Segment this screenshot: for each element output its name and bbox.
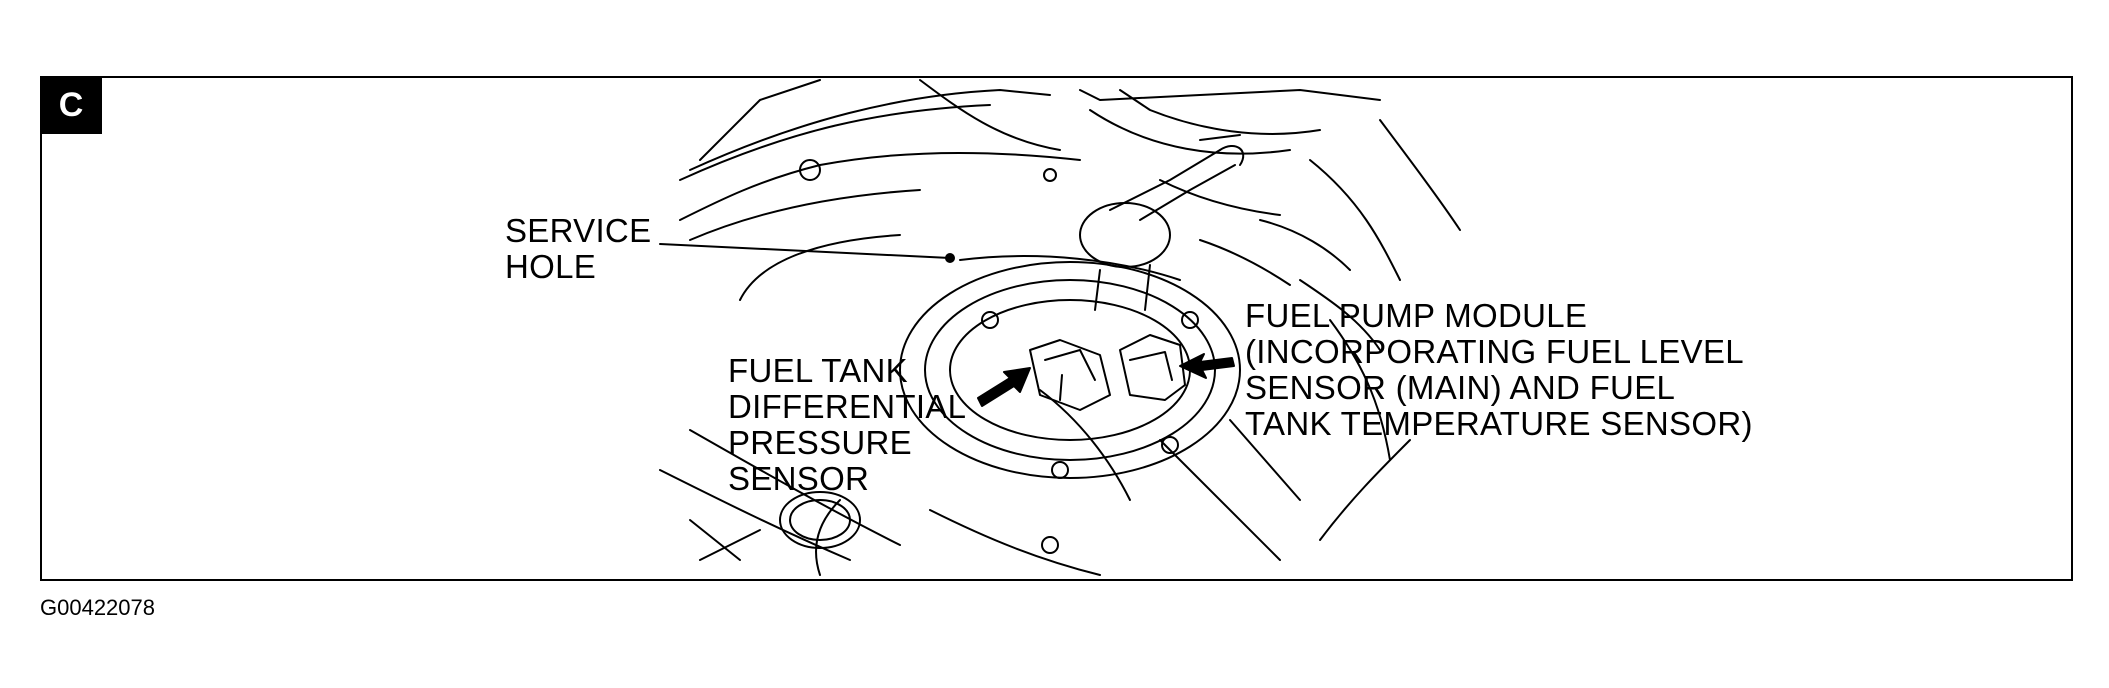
connector-differential-sensor [1029,339,1111,411]
grommets [779,159,1059,554]
leader-lines [659,243,955,263]
panel-letter-badge: C [40,76,102,134]
label-service-hole: SERVICE HOLE [505,212,652,285]
service-hole-flange [899,261,1241,479]
figure-id: G00422078 [40,595,155,620]
diagram-frame [40,76,2073,581]
connector-fuel-pump-module [1119,334,1186,401]
fuel-hose [1079,134,1245,311]
label-fuel-pump-module: FUEL PUMP MODULE (INCORPORATING FUEL LEV… [1245,297,1753,442]
label-differential-pressure-sensor: FUEL TANK DIFFERENTIAL PRESSURE SENSOR [728,352,967,497]
arrow-to-fuel-pump-module [1179,353,1235,379]
arrow-to-differential-sensor [977,367,1031,407]
